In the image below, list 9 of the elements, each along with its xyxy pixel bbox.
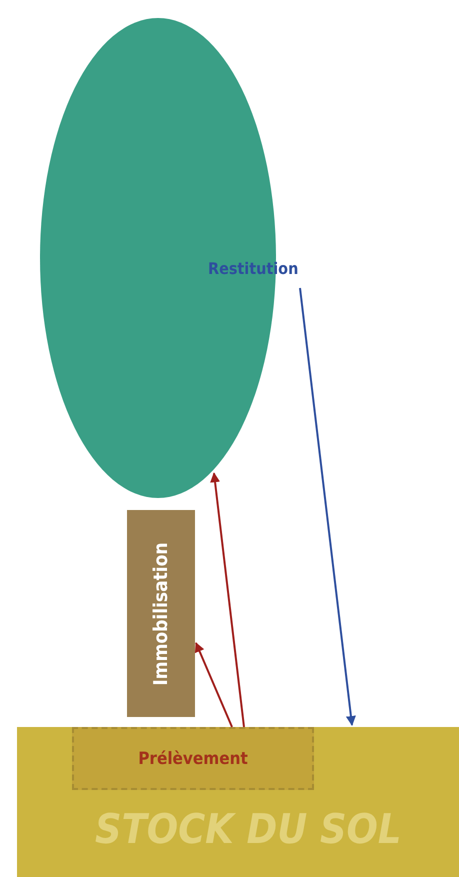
arrow <box>299 288 356 726</box>
soil-band <box>17 727 459 877</box>
box-label: Immobilisation <box>150 542 172 686</box>
arrow <box>194 642 233 728</box>
band-label: STOCK DU SOL <box>95 805 402 853</box>
arrow <box>210 472 245 728</box>
box-label: Prélèvement <box>138 748 248 768</box>
dashed-box <box>72 727 314 790</box>
immobilisation-box <box>127 510 195 717</box>
